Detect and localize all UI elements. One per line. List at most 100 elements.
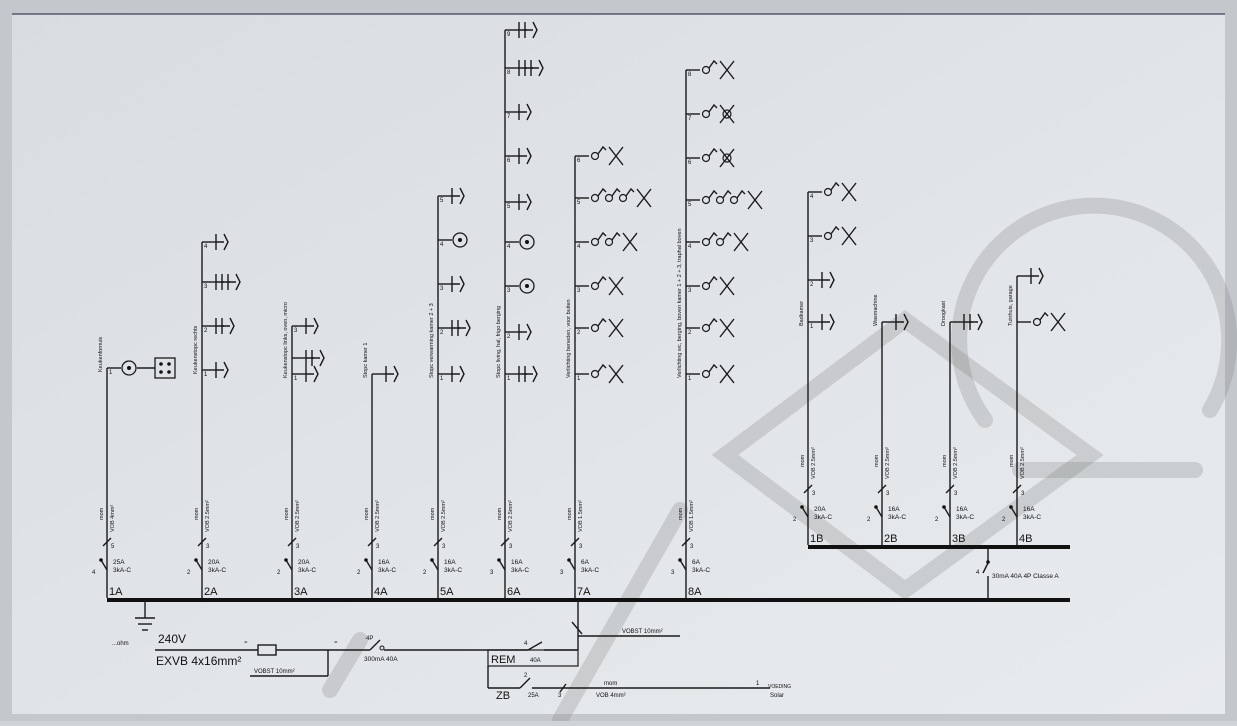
cable-type: VOB 1.5mm²: [578, 500, 584, 532]
outlet-number: 4: [507, 244, 511, 250]
socket-symbol: [518, 104, 527, 120]
socket-symbol: [215, 234, 224, 250]
cable-conductors: 3: [376, 544, 380, 550]
ohm-label: ...ohm: [112, 641, 129, 647]
breaker-contact: [874, 505, 878, 509]
cable-mark: [433, 537, 443, 547]
cable-conductors: 3: [296, 544, 300, 550]
breaker-curve: 3kA-C: [113, 567, 131, 574]
socket-symbol: [223, 361, 229, 379]
breaker-poles: 2: [793, 517, 797, 523]
zb-poles: 2: [524, 673, 528, 679]
breaker-poles: 2: [357, 570, 361, 576]
outlet-number: 2: [577, 330, 581, 336]
outlet-number: 1: [294, 376, 298, 382]
zb-label: ZB: [496, 690, 510, 702]
zb-pin: 1: [756, 681, 760, 687]
breaker-curve: 3kA-C: [581, 567, 599, 574]
zb-cable: VOB 4mm²: [596, 693, 626, 699]
circuit-description: Badkamer: [799, 301, 805, 326]
breaker-rating: 16A: [956, 506, 968, 513]
socket-symbol: [524, 366, 533, 382]
breaker-curve: 3kA-C: [444, 567, 462, 574]
lamp-symbol: [608, 318, 624, 338]
cable-type: VOB 2.5mm²: [205, 500, 211, 532]
zb-conductors: 3: [558, 693, 562, 699]
outlet-number: 4: [577, 244, 581, 250]
cable-type: VOB 2.5mm²: [1020, 447, 1026, 479]
circuit-id: 1B: [810, 533, 823, 545]
cable-mark: [1012, 484, 1022, 494]
circuit-id: 1A: [109, 586, 123, 598]
breaker-rating: 6A: [692, 559, 701, 566]
switch-symbol: [590, 281, 600, 291]
lamp-symbol: [719, 60, 735, 80]
cable-conductors: 3: [954, 491, 958, 497]
outlet-number: 7: [688, 116, 692, 122]
breaker-poles: 3: [560, 570, 564, 576]
cable-conductors: 3: [1021, 491, 1025, 497]
cooker-plate-dot: [167, 362, 171, 366]
circuit-description: Stopc verwarming kamer 2 + 3: [429, 303, 435, 378]
outlet-number: 6: [688, 160, 692, 166]
outlet-number: 1: [440, 376, 444, 382]
zb-voeding: VOEDING: [768, 684, 791, 690]
socket-symbol: [530, 60, 539, 76]
cable-mark: [681, 537, 691, 547]
switch-symbol: [1039, 311, 1049, 321]
lamp-symbol: [1050, 312, 1066, 332]
socket-symbol: [451, 188, 460, 204]
socket-symbol: [1030, 268, 1039, 284]
outlet-number: 1: [507, 376, 511, 382]
switch-symbol: [597, 231, 607, 241]
socket-symbol: [821, 272, 830, 288]
socket-symbol: [518, 148, 527, 164]
circuit-id: 2A: [204, 586, 218, 598]
switch-symbol: [715, 237, 725, 247]
cable-type: VOB 2.5mm²: [953, 447, 959, 479]
lamp-symbol: [608, 364, 624, 384]
outlet-number: 2: [688, 330, 692, 336]
cable-conductors: 3: [206, 544, 210, 550]
appliance-outlet-icon: [121, 360, 137, 376]
cable-mark: [945, 484, 955, 494]
switch-symbol: [597, 363, 607, 373]
switch-symbol: [708, 147, 718, 157]
socket-symbol: [821, 314, 830, 330]
cable-mode: mom: [194, 507, 200, 520]
lamp-symbol: [722, 153, 732, 163]
circuit-description: Keukenstopc rechts: [193, 325, 199, 374]
minus-mark-2: -: [334, 636, 338, 648]
switch-symbol: [701, 65, 711, 75]
switch-symbol: [597, 317, 607, 327]
cable-conductors: 5: [111, 544, 115, 550]
lamp-symbol: [719, 104, 735, 124]
cable-type: VOB 2.5mm²: [508, 500, 514, 532]
main-switch-label: 300mA 40A: [364, 656, 398, 663]
paper-sheet: [12, 14, 1225, 714]
breaker-rating: 16A: [444, 559, 456, 566]
outlet-number: 4: [688, 244, 692, 250]
breaker-rating: 16A: [1023, 506, 1035, 513]
breaker-contact: [364, 558, 368, 562]
breaker-rating: 20A: [814, 506, 826, 513]
breaker-curve: 3kA-C: [298, 567, 316, 574]
switch-symbol: [708, 363, 718, 373]
socket-symbol: [459, 187, 465, 205]
zb-rating: 25A: [528, 693, 539, 699]
outlet-number: 6: [577, 158, 581, 164]
switch-symbol: [590, 369, 600, 379]
appliance-outlet-icon: [519, 278, 535, 294]
breaker-curve: 3kA-C: [692, 567, 710, 574]
switch-symbol: [722, 231, 732, 241]
switch-symbol: [708, 317, 718, 327]
breaker-switch: [431, 559, 439, 571]
breaker-contact: [99, 558, 103, 562]
breaker-contact: [567, 558, 571, 562]
secondary-rcd-label: 30mA 40A 4P Classe A: [992, 573, 1059, 580]
cable-mode: mom: [99, 507, 105, 520]
